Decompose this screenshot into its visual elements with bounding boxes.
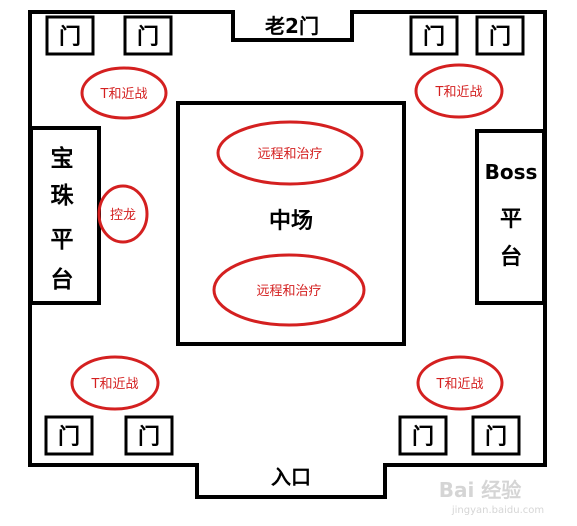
svg-text:门: 门 — [58, 424, 80, 450]
entrance-label: 入口 — [271, 465, 311, 489]
marker-tank-melee-bottom-right: T和近战 — [416, 355, 504, 411]
outer-wall — [28, 10, 547, 499]
door-bottom-right-1: 门 — [398, 415, 448, 456]
door-bottom-right-2: 门 — [471, 415, 521, 456]
watermark-sub: jingyan.baidu.com — [451, 505, 544, 516]
svg-text:门: 门 — [59, 24, 81, 50]
svg-text:T和近战: T和近战 — [435, 85, 483, 100]
center-arena — [176, 101, 406, 346]
marker-dragon-control: 控龙 — [97, 184, 149, 244]
marker-tank-melee-bottom-left: T和近战 — [70, 355, 160, 411]
svg-text:远程和治疗: 远程和治疗 — [257, 147, 322, 162]
left-platform-char-2: 珠 — [51, 183, 75, 209]
right-platform-line-1: Boss — [485, 160, 538, 184]
marker-ranged-heal-upper: 远程和治疗 — [216, 120, 364, 186]
door-top-left-1: 门 — [45, 15, 95, 56]
marker-tank-melee-top-right: T和近战 — [414, 63, 504, 119]
svg-text:T和近战: T和近战 — [436, 377, 484, 392]
door-top-right-1: 门 — [409, 15, 459, 56]
left-platform-char-3: 平 — [51, 227, 74, 253]
svg-text:门: 门 — [412, 424, 434, 450]
svg-text:门: 门 — [489, 24, 511, 50]
watermark: Bai 经验 jingyan.baidu.com — [439, 478, 544, 516]
svg-text:门: 门 — [423, 24, 445, 50]
right-platform — [475, 129, 546, 305]
svg-text:门: 门 — [137, 24, 159, 50]
marker-ranged-heal-lower: 远程和治疗 — [212, 253, 366, 327]
svg-text:T和近战: T和近战 — [100, 87, 148, 102]
door-top-right-2: 门 — [475, 15, 525, 56]
marker-tank-melee-top-left: T和近战 — [80, 66, 168, 120]
svg-text:控龙: 控龙 — [110, 208, 136, 223]
svg-text:远程和治疗: 远程和治疗 — [256, 284, 321, 299]
door-top-left-2: 门 — [123, 15, 173, 56]
door-bottom-left-1: 门 — [44, 415, 94, 456]
center-label: 中场 — [269, 209, 313, 234]
svg-text:门: 门 — [138, 424, 160, 450]
door-bottom-left-2: 门 — [124, 415, 174, 456]
svg-text:门: 门 — [485, 424, 507, 450]
left-platform-char-4: 台 — [51, 266, 74, 293]
right-platform-line-3: 台 — [500, 244, 522, 270]
left-platform-char-1: 宝 — [51, 145, 74, 172]
old-door-2-label: 老2门 — [265, 14, 319, 38]
watermark-text: Bai 经验 — [439, 478, 522, 502]
svg-text:T和近战: T和近战 — [91, 377, 139, 392]
right-platform-line-2: 平 — [500, 207, 522, 232]
